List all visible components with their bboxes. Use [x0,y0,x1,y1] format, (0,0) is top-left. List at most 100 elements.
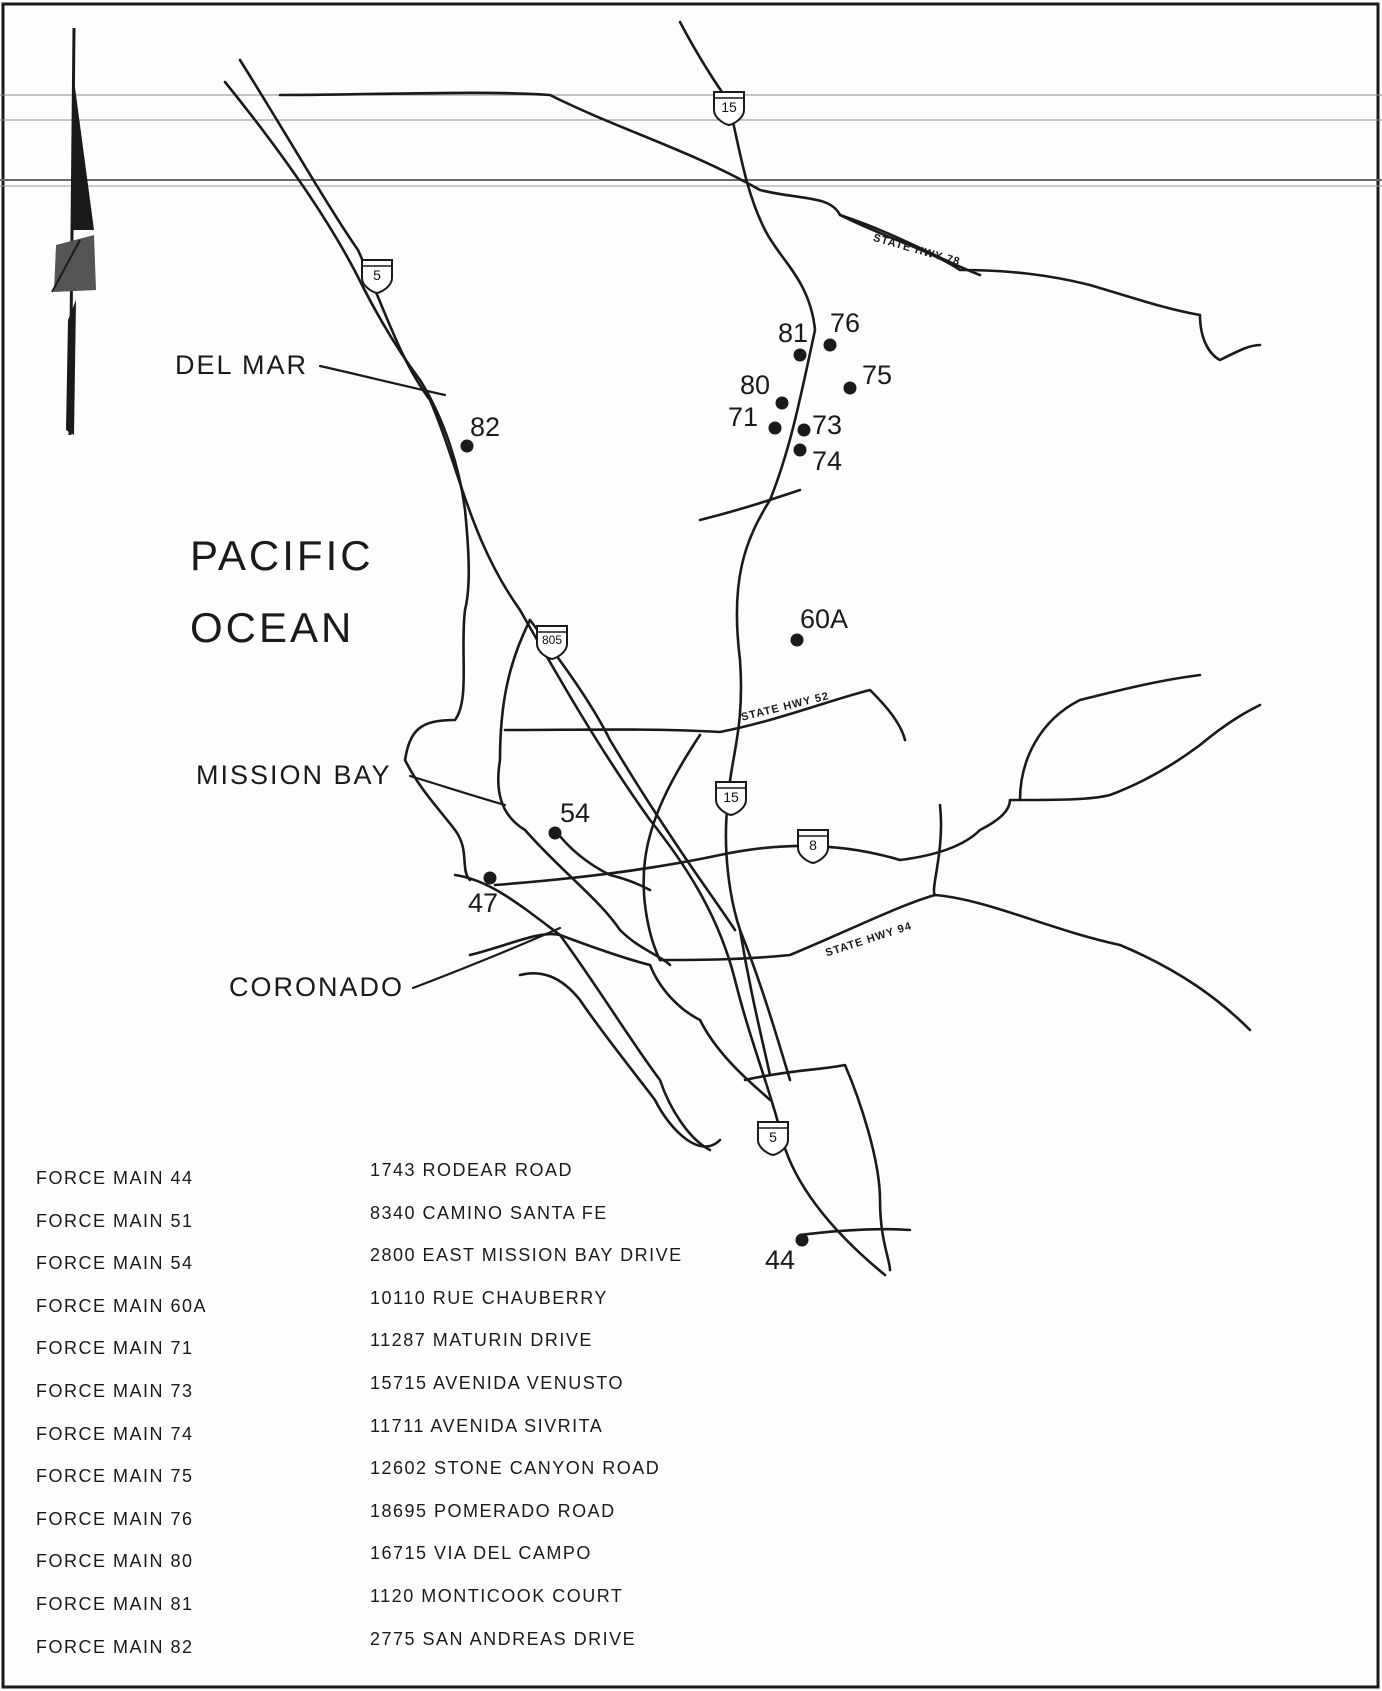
interstate-5-south-shield: 5 [756,1120,790,1156]
interstate-5-north-shield: 5 [360,258,394,294]
force-main-address: 18695 POMERADO ROAD [370,1500,616,1521]
site-label-71: 71 [728,402,759,432]
force-main-address: 2800 EAST MISSION BAY DRIVE [370,1245,683,1266]
state-highway-78-road [838,213,982,277]
curved-road [642,733,702,962]
mission-bay-leader [408,774,507,807]
legend-row: FORCE MAIN 51 8340 CAMINO SANTA FE [36,1203,796,1246]
interstate-8-road [493,703,1262,887]
site-marker-76 [823,338,837,352]
interstate-805-shield: 805 [535,624,569,660]
interstate-805-road [528,618,737,932]
site-marker-47 [483,871,497,885]
force-main-legend: FORCE MAIN 44 1743 RODEAR ROAD FORCE MAIN … [36,1160,796,1671]
site-marker-54 [548,826,562,840]
force-main-name: FORCE MAIN 71 [36,1338,194,1359]
border-road [798,1227,912,1237]
south-road [743,1063,892,1272]
force-main-name: FORCE MAIN 75 [36,1466,194,1487]
force-main-name: FORCE MAIN 60A [36,1295,208,1316]
legend-row: FORCE MAIN 71 11287 MATURIN DRIVE [36,1330,796,1373]
force-main-address: 12602 STONE CANYON ROAD [370,1458,661,1479]
force-main-address: 2775 SAN ANDREAS DRIVE [370,1628,637,1649]
site-marker-73 [797,423,811,437]
site-marker-81 [793,348,807,362]
force-main-address: 11711 AVENIDA SIVRITA [370,1415,604,1436]
force-main-name: FORCE MAIN 80 [36,1551,194,1572]
site-label-47: 47 [468,888,499,918]
force-main-address: 10110 RUE CHAUBERRY [370,1287,608,1308]
shield-number: 805 [541,633,563,647]
coronado-inner [518,971,722,1148]
ocean-label: OCEAN [190,604,355,651]
northeast-road [1018,673,1202,802]
site-label-74: 74 [812,446,843,476]
site-label-81: 81 [778,318,809,348]
force-main-name: FORCE MAIN 44 [36,1168,194,1188]
pacific-label: PACIFIC [190,532,374,579]
site-marker-44 [795,1233,809,1247]
force-main-address: 1120 MONTICOOK COURT [370,1585,624,1606]
legend-row: FORCE MAIN 75 12602 STONE CANYON ROAD [36,1458,796,1501]
site-label-80: 80 [740,370,771,400]
force-main-name: FORCE MAIN 76 [36,1508,194,1529]
shield-number: 8 [809,837,817,853]
legend-row: FORCE MAIN 73 15715 AVENIDA VENUSTO [36,1373,796,1416]
site-label-54: 54 [560,798,591,828]
bay-connector [553,828,652,892]
interstate-15-road [678,20,817,1082]
pacific-ocean-label: PACIFIC OCEAN [190,520,374,664]
bay-shoreline [453,873,772,1102]
shield-number: 5 [769,1129,777,1145]
site-label-44: 44 [765,1245,796,1275]
force-main-address: 15715 AVENIDA VENUSTO [370,1372,624,1393]
site-label-82: 82 [470,412,501,442]
legend-row: FORCE MAIN 80 16715 VIA DEL CAMPO [36,1543,796,1586]
force-main-name: FORCE MAIN 51 [36,1210,194,1231]
force-main-address: 16715 VIA DEL CAMPO [370,1543,592,1564]
legend-row: FORCE MAIN 76 18695 POMERADO ROAD [36,1501,796,1544]
interstate-15-north-shield: 15 [712,90,746,126]
coronado-leader [411,926,562,990]
coronado-strand [468,932,712,1152]
top-road [278,91,1262,362]
coastal-road [496,618,672,967]
site-label-76: 76 [830,308,861,338]
coronado-label: CORONADO [229,972,405,1002]
east-road [932,803,943,897]
site-marker-74 [793,443,807,457]
del-mar-leader [318,364,447,397]
force-main-name: FORCE MAIN 74 [36,1423,194,1444]
side-road [698,488,802,522]
shield-number: 15 [723,789,739,805]
legend-row: FORCE MAIN 82 2775 SAN ANDREAS DRIVE [36,1629,796,1672]
state-highway-94-road [658,893,1252,1032]
interstate-5-road [238,58,887,1277]
site-label-75: 75 [862,360,893,390]
force-main-address: 1743 RODEAR ROAD [370,1160,574,1180]
interstate-15-south-shield: 15 [714,780,748,816]
site-marker-80 [775,396,789,410]
south-connector [738,928,772,1077]
force-main-address: 11287 MATURIN DRIVE [370,1330,593,1351]
site-marker-60a [790,633,804,647]
site-marker-75 [843,381,857,395]
force-main-name: FORCE MAIN 73 [36,1380,194,1401]
shield-number: 5 [373,267,381,283]
shield-number: 15 [721,99,737,115]
north-arrow [51,27,96,436]
coastline [223,80,472,882]
site-label-60a: 60A [800,604,849,634]
interstate-8-shield: 8 [796,828,830,864]
state-highway-52-road [503,688,907,742]
force-main-name: FORCE MAIN 82 [36,1636,194,1657]
site-marker-71 [768,421,782,435]
force-main-name: FORCE MAIN 81 [36,1593,194,1614]
legend-row: FORCE MAIN 74 11711 AVENIDA SIVRITA [36,1416,796,1459]
force-main-address: 8340 CAMINO SANTA FE [370,1202,608,1223]
legend-row: FORCE MAIN 81 1120 MONTICOOK COURT [36,1586,796,1629]
